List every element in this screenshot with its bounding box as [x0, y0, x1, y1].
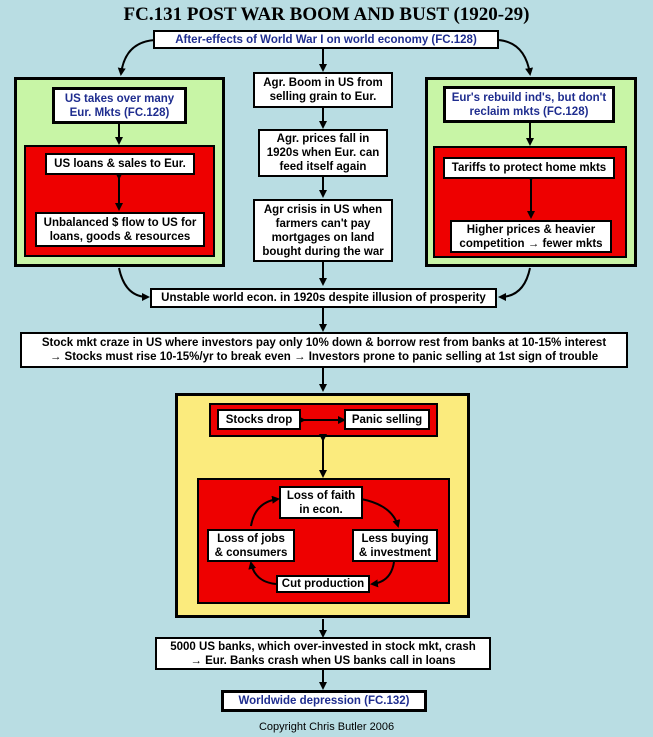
loss-of-faith-box: Loss of faith in econ.: [279, 486, 363, 519]
arrow-production-to-jobs: [248, 561, 277, 585]
left-panel-header: US takes over many Eur. Mkts (FC.128): [52, 87, 187, 124]
agr-boom-box: Agr. Boom in US from selling grain to Eu…: [253, 72, 393, 108]
stock-craze-box: Stock mkt craze in US where investors pa…: [20, 332, 628, 368]
cut-production-box: Cut production: [276, 575, 370, 593]
right-panel-header: Eur's rebuild ind's, but don't reclaim m…: [443, 86, 615, 123]
diagram-title: FC.131 POST WAR BOOM AND BUST (1920-29): [123, 4, 530, 25]
copyright: Copyright Chris Butler 2006: [258, 721, 395, 733]
agr-crisis-box: Agr crisis in US when farmers can't pay …: [253, 199, 393, 262]
panic-selling-box: Panic selling: [344, 409, 430, 430]
us-loans-box: US loans & sales to Eur.: [45, 153, 195, 175]
stock-craze-line2: → Stocks must rise 10-15%/yr to break ev…: [49, 351, 599, 363]
arrow-left-to-unstable: [118, 267, 150, 301]
arrow-buying-to-production: [370, 561, 395, 588]
less-buying-box: Less buying & investment: [352, 529, 438, 562]
arrow-jobs-to-faith: [250, 495, 280, 527]
unstable-econ-box: Unstable world econ. in 1920s despite il…: [150, 288, 497, 308]
arrow-right-to-unstable: [498, 267, 531, 301]
stocks-drop-box: Stocks drop: [217, 409, 301, 430]
loss-of-jobs-box: Loss of jobs & consumers: [207, 529, 295, 562]
arrow-top-to-right: [497, 39, 534, 76]
worldwide-depression-box: Worldwide depression (FC.132): [221, 690, 427, 712]
higher-prices-box: Higher prices & heavier competition → fe…: [450, 220, 612, 253]
banks-line2: → Eur. Banks crash when US banks call in…: [190, 654, 456, 667]
stock-craze-line1: Stock mkt craze in US where investors pa…: [41, 337, 607, 349]
arrow-top-to-left: [117, 39, 156, 76]
tariffs-box: Tariffs to protect home mkts: [443, 157, 615, 179]
top-box: After-effects of World War I on world ec…: [153, 30, 499, 49]
unbalanced-flow-box: Unbalanced $ flow to US for loans, goods…: [35, 212, 205, 247]
agr-prices-fall-box: Agr. prices fall in 1920s when Eur. can …: [258, 129, 388, 177]
banks-line1: 5000 US banks, which over-invested in st…: [170, 640, 476, 653]
banks-crash-box: 5000 US banks, which over-invested in st…: [155, 637, 491, 670]
arrow-faith-to-buying: [360, 498, 401, 528]
